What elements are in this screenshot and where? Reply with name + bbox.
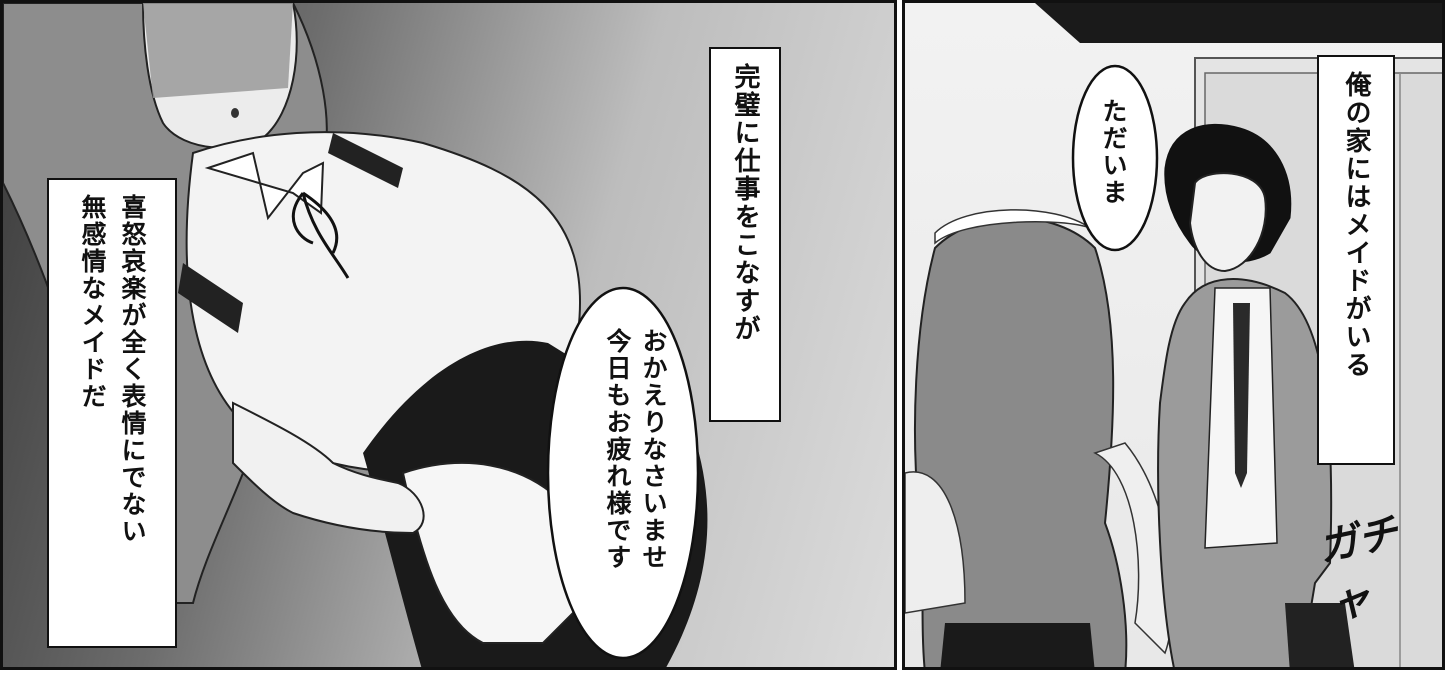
- caption-line-2: 無感情なメイドだ: [78, 194, 107, 410]
- speech-im-home-text: ただいま: [1099, 98, 1128, 206]
- caption-line-1: 喜怒哀楽が全く表情にでない: [118, 194, 147, 545]
- speech-welcome-home: おかえりなさいませ 今日もお疲れ様です: [578, 328, 668, 628]
- door-sound-effect: ガチャ: [1314, 509, 1403, 629]
- caption-box-perfect-work: 完璧に仕事をこなすが: [709, 47, 781, 422]
- right-panel: 俺の家にはメイドがいる ただいま ガチャ: [902, 0, 1445, 670]
- caption-perfect-work: 完璧に仕事をこなすが: [730, 63, 760, 343]
- left-panel: 喜怒哀楽が全く表情にでない 無感情なメイドだ 完璧に仕事をこなすが おかえりなさ…: [0, 0, 897, 670]
- caption-box-maid-at-home: 俺の家にはメイドがいる: [1317, 55, 1395, 465]
- speech-im-home: ただいま: [1097, 98, 1133, 228]
- caption-maid-at-home: 俺の家にはメイドがいる: [1341, 71, 1371, 379]
- caption-box-emotionless: 喜怒哀楽が全く表情にでない 無感情なメイドだ: [47, 178, 177, 648]
- maid-illustration: [3, 3, 708, 667]
- speech-line-2: 今日もお疲れ様です: [603, 328, 632, 571]
- speech-line-1: おかえりなさいませ: [639, 328, 668, 571]
